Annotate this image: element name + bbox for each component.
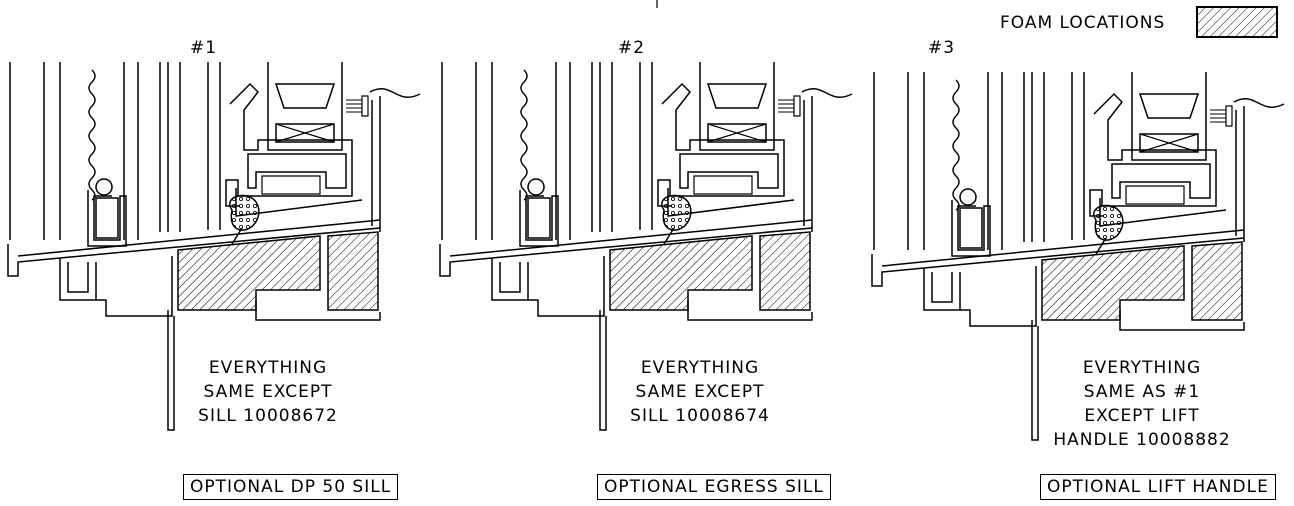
detail-1-caption: OPTIONAL DP 50 SILL — [183, 474, 399, 500]
note-line: EVERYTHING — [640, 358, 760, 378]
detail-3-caption: OPTIONAL LIFT HANDLE — [1040, 474, 1276, 500]
detail-3-number: #3 — [928, 38, 956, 58]
note-line: EXCEPT LIFT — [1084, 406, 1200, 426]
detail-2-caption: OPTIONAL EGRESS SILL — [597, 474, 831, 500]
detail-2-number: #2 — [618, 38, 646, 58]
detail-1-note: EVERYTHING SAME EXCEPT SILL 10008672 — [168, 356, 368, 428]
note-line: SILL 10008672 — [198, 406, 338, 426]
note-line: SAME AS #1 — [1083, 382, 1201, 402]
note-line: SILL 10008674 — [630, 406, 770, 426]
legend-label: FOAM LOCATIONS — [1000, 13, 1166, 33]
note-line: HANDLE 10008882 — [1053, 430, 1231, 450]
note-line: SAME EXCEPT — [203, 382, 333, 402]
detail-3-note: EVERYTHING SAME AS #1 EXCEPT LIFT HANDLE… — [1036, 356, 1248, 452]
detail-1-number: #1 — [190, 38, 218, 58]
detail-2-note: EVERYTHING SAME EXCEPT SILL 10008674 — [600, 356, 800, 428]
foam-legend-swatch — [1196, 6, 1278, 38]
note-line: EVERYTHING — [208, 358, 328, 378]
note-line: EVERYTHING — [1082, 358, 1202, 378]
note-line: SAME EXCEPT — [635, 382, 765, 402]
